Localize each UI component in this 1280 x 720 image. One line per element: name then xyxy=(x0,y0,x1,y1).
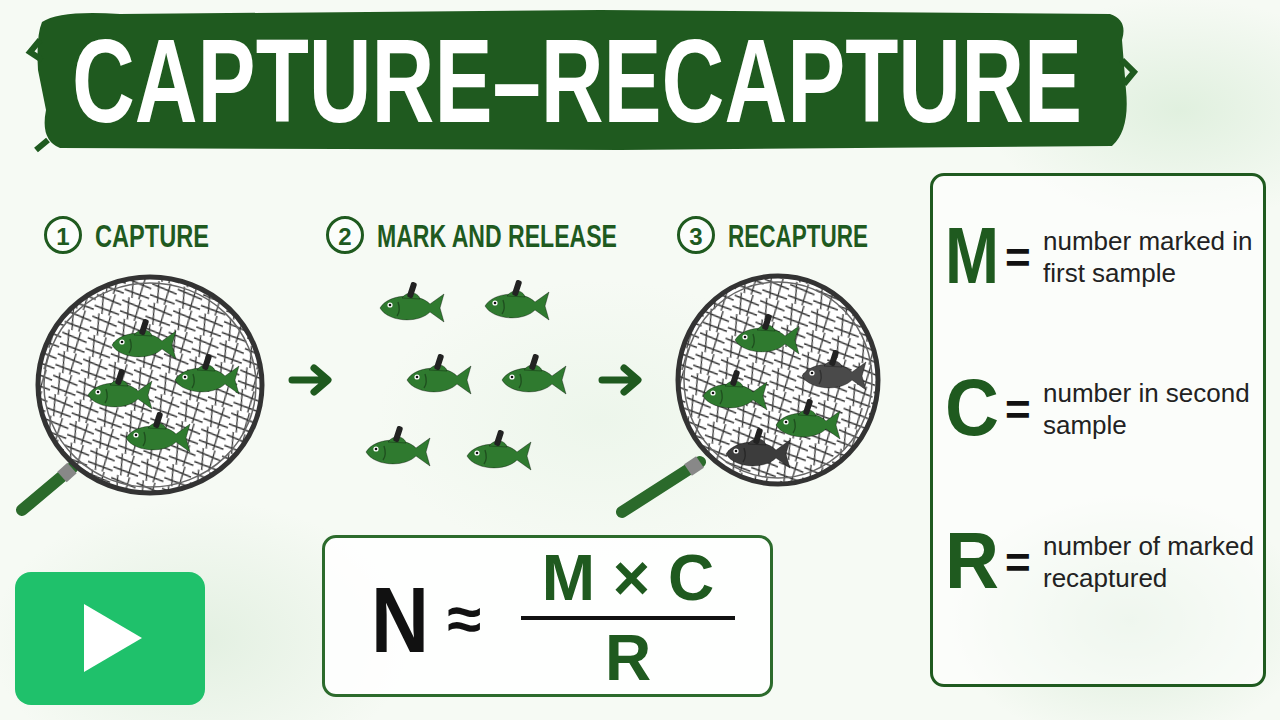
step-number: 1 xyxy=(47,225,79,249)
formula-box: N ≈ M × C R xyxy=(322,535,773,697)
formula-symbol: N xyxy=(371,574,429,666)
capture-net xyxy=(22,270,270,510)
step-arrow xyxy=(602,368,638,392)
title-text: CAPTURE–RECAPTURE xyxy=(72,22,1082,140)
title-band xyxy=(38,10,1127,150)
formula-numerator: M × C xyxy=(511,546,745,610)
step-number: 3 xyxy=(680,225,712,249)
legend-panel: M=number marked in first sampleC=number … xyxy=(930,173,1266,687)
equals-sign: = xyxy=(1005,541,1031,585)
step-number: 2 xyxy=(329,225,361,249)
variable-letter: C xyxy=(945,368,999,448)
equals-sign: = xyxy=(1005,236,1031,280)
formula-symbol: ≈ xyxy=(447,588,481,650)
variable-letter: M xyxy=(945,216,999,296)
step-circle: 3RECAPTURE xyxy=(677,216,715,254)
step-circle: 2MARK AND RELEASE xyxy=(326,216,364,254)
recapture-net xyxy=(622,270,890,512)
step-arrow xyxy=(292,368,328,392)
released-fish xyxy=(366,279,566,470)
step-heading: CAPTURE xyxy=(95,221,209,252)
variable-definition: number in second sample xyxy=(1043,378,1257,441)
variable-definition: number of marked recaptured xyxy=(1043,531,1257,594)
step-heading: MARK AND RELEASE xyxy=(377,221,617,252)
equals-sign: = xyxy=(1005,388,1031,432)
variable-definition: number marked in first sample xyxy=(1043,226,1257,289)
fraction-bar xyxy=(521,616,735,620)
play-button xyxy=(15,572,205,705)
step-heading: RECAPTURE xyxy=(728,221,868,252)
variable-letter: R xyxy=(945,521,999,601)
step-circle: 1CAPTURE xyxy=(44,216,82,254)
formula-denominator: R xyxy=(511,626,745,690)
